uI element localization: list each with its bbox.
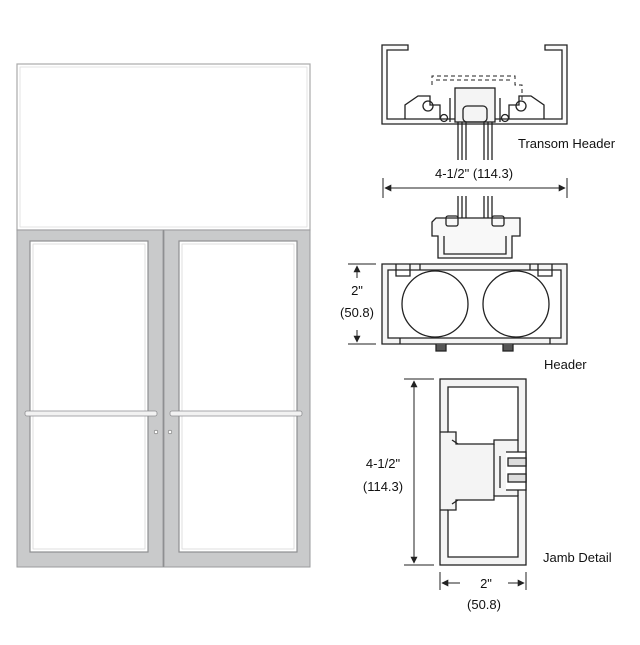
header-width-label: 4-1/2" (114.3) [435,166,514,181]
jamb-depth-in-label: 4-1/2" [365,456,401,471]
transom-inner [19,66,308,228]
right-push-bar [169,410,303,417]
header-height-dimension [348,263,376,345]
left-door-glass [29,240,149,553]
right-lock-cylinder [167,429,173,435]
right-door-glass [178,240,298,553]
header-height-in-label: 2" [351,283,363,298]
jamb-detail-section [439,378,527,566]
header-label: Header [544,357,587,372]
transom-header-section [381,44,568,160]
jamb-depth-dimension [404,378,434,566]
jamb-width-in-label: 2" [480,576,492,591]
left-lock-cylinder [153,429,159,435]
jamb-detail-label: Jamb Detail [543,550,612,565]
transom-header-label: Transom Header [518,136,616,151]
jamb-width-mm-label: (50.8) [467,597,501,612]
header-section [381,196,568,352]
jamb-depth-mm-label: (114.3) [362,479,404,494]
right-door-leaf [163,229,311,568]
left-door-leaf [16,229,164,568]
left-push-bar [24,410,158,417]
header-width-dimension [382,178,568,198]
door-elevation [16,63,311,568]
jamb-width-dimension [439,572,527,590]
header-height-mm-label: (50.8) [340,305,374,320]
